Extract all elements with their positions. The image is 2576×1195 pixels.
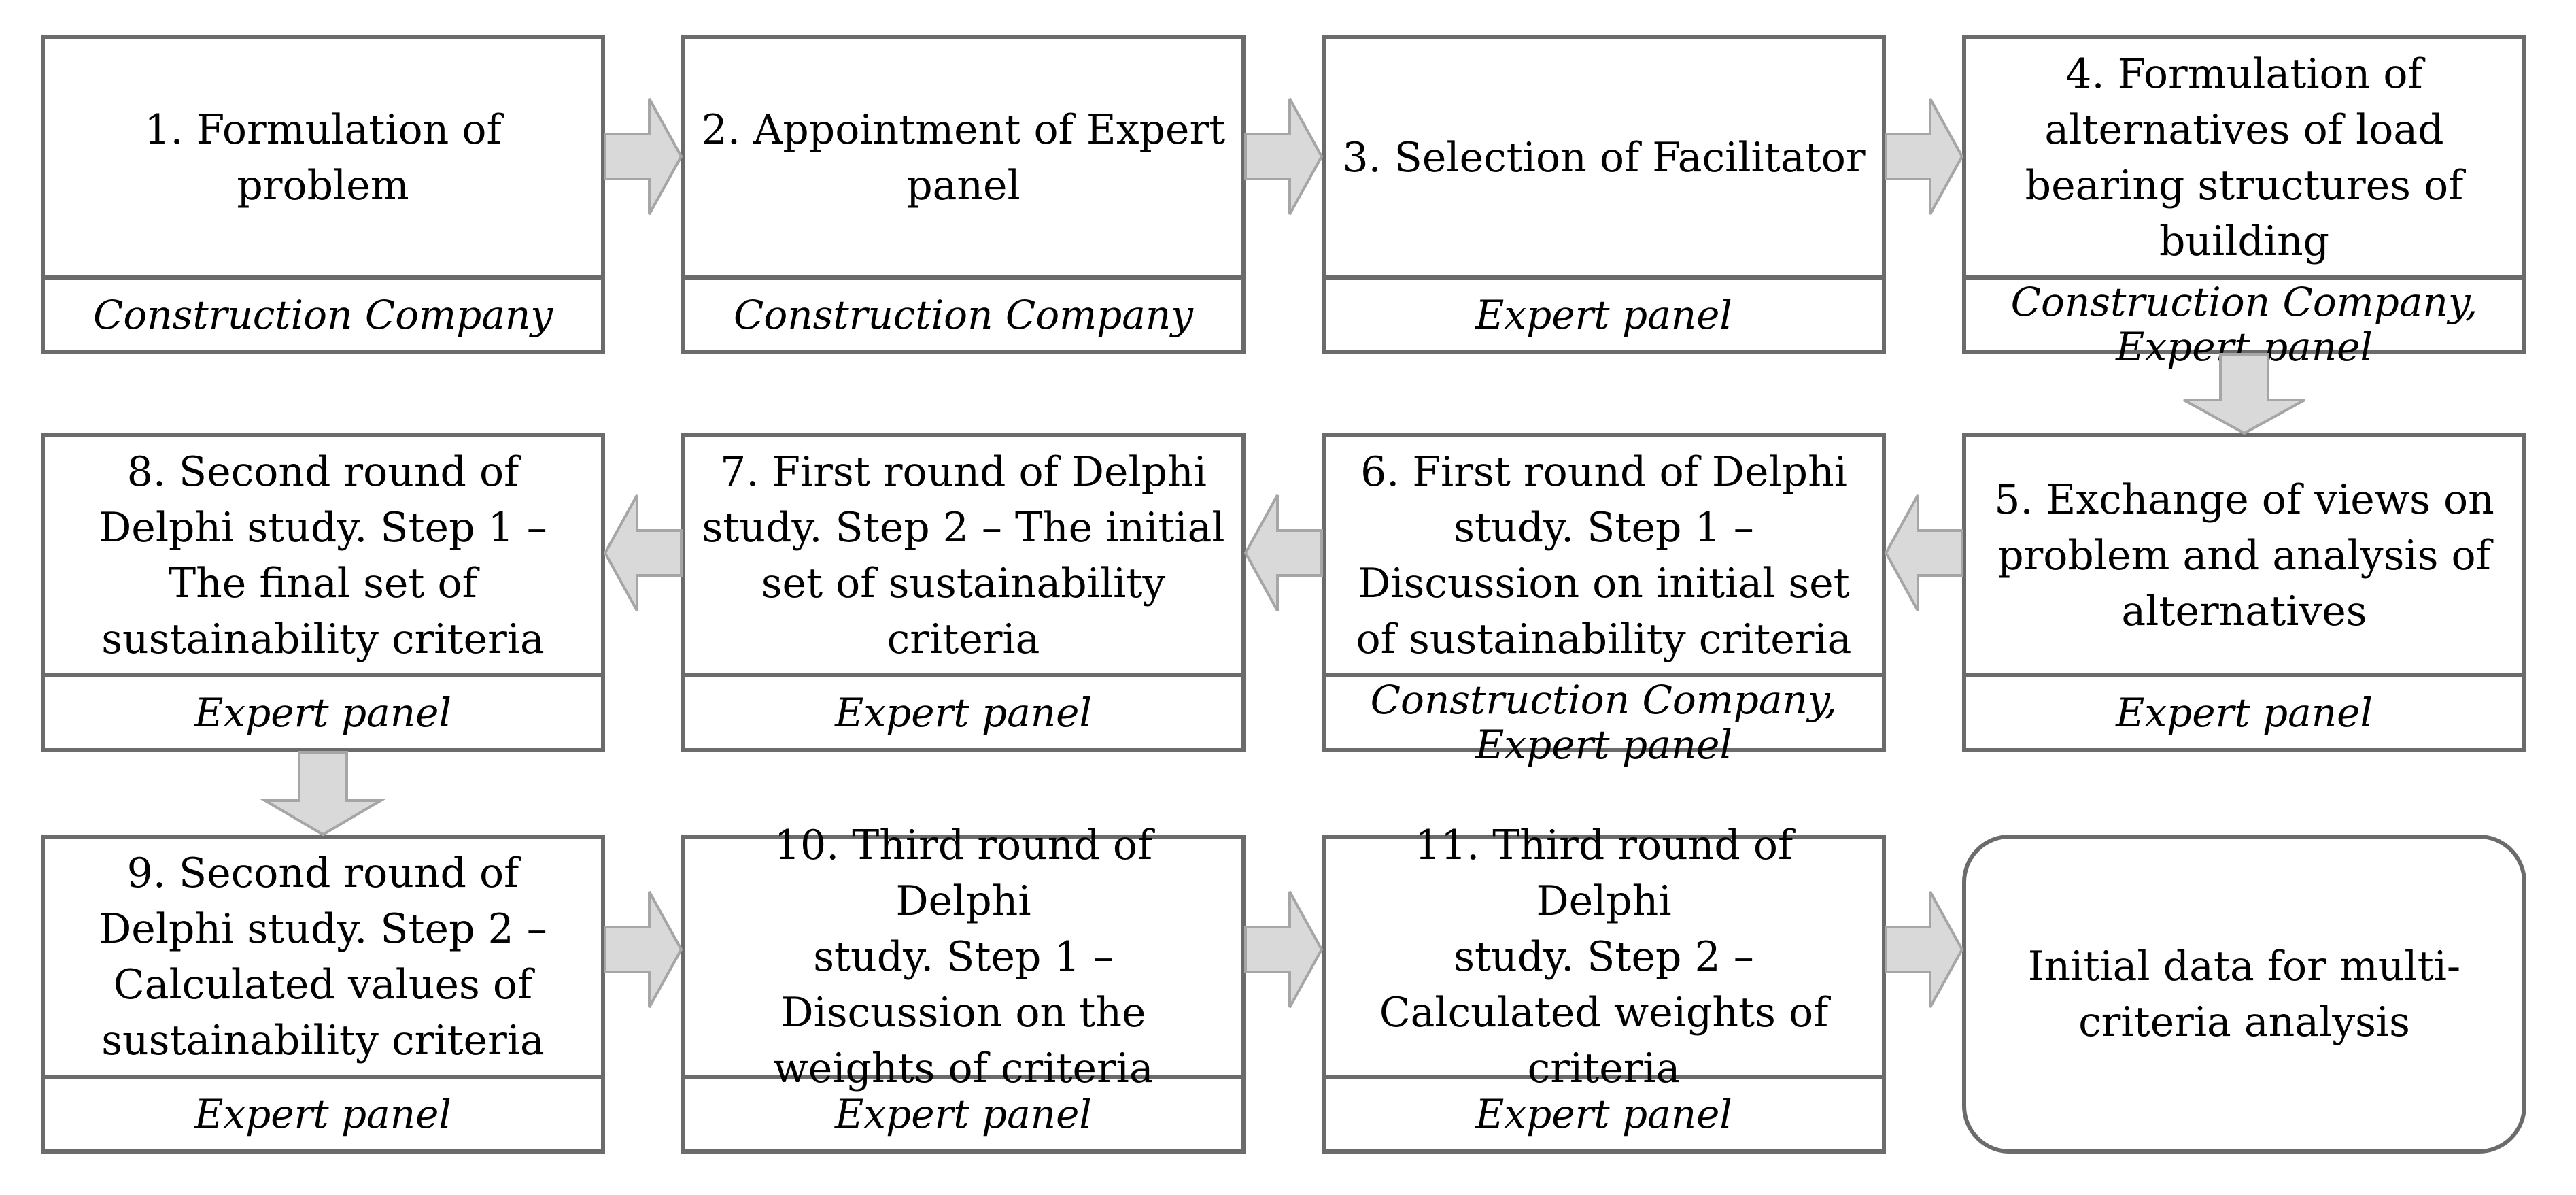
arrow-8-to-9 — [260, 751, 386, 837]
arrow-6-to-7 — [1243, 494, 1323, 611]
arrow-10-to-11 — [1244, 891, 1324, 1008]
step-1-actor: Construction Company — [93, 292, 553, 338]
step-2-box: 2. Appointment of Expert panel Construct… — [681, 35, 1246, 354]
step-3-box: 3. Selection of Facilitator Expert panel — [1322, 35, 1886, 354]
step-4-actor: Construction Company, Expert panel — [2010, 279, 2478, 370]
arrow-5-to-6 — [1884, 494, 1963, 611]
step-5-box: 5. Exchange of views on problem and anal… — [1962, 433, 2526, 752]
step-10-title: 10. Third round of Delphi study. Step 1 … — [685, 822, 1241, 1092]
step-8-actor: Expert panel — [194, 690, 451, 736]
arrow-1-to-2 — [604, 98, 683, 215]
step-3-actor: Expert panel — [1475, 292, 1732, 338]
step-11-box: 11. Third round of Delphi study. Step 2 … — [1322, 822, 1886, 1154]
step-7-actor: Expert panel — [835, 690, 1092, 736]
step-11-actor: Expert panel — [1475, 1091, 1732, 1137]
arrow-3-to-4 — [1885, 98, 1964, 215]
step-9-title: 9. Second round of Delphi study. Step 2 … — [45, 839, 601, 1079]
step-8-title: 8. Second round of Delphi study. Step 1 … — [45, 437, 601, 677]
step-1-box: 1. Formulation of problem Construction C… — [41, 35, 605, 354]
step-6-box: 6. First round of Delphi study. Step 1 –… — [1322, 433, 1886, 767]
step-7-title: 7. First round of Delphi study. Step 2 –… — [685, 437, 1241, 677]
step-7-box: 7. First round of Delphi study. Step 2 –… — [681, 433, 1246, 752]
step-10-actor: Expert panel — [835, 1091, 1092, 1137]
arrow-9-to-10 — [604, 891, 683, 1008]
step-9-box: 9. Second round of Delphi study. Step 2 … — [41, 835, 605, 1154]
step-6-actor: Construction Company, Expert panel — [1370, 677, 1838, 768]
step-11-title: 11. Third round of Delphi study. Step 2 … — [1326, 822, 1882, 1092]
final-output-text: Initial data for multi- criteria analysi… — [2027, 942, 2461, 1046]
step-10-box: 10. Third round of Delphi study. Step 1 … — [681, 822, 1246, 1154]
step-4-title: 4. Formulation of alternatives of load b… — [1966, 39, 2522, 280]
step-5-actor: Expert panel — [2116, 690, 2373, 736]
step-5-title: 5. Exchange of views on problem and anal… — [1966, 437, 2522, 677]
step-4-box: 4. Formulation of alternatives of load b… — [1962, 35, 2526, 369]
step-6-title: 6. First round of Delphi study. Step 1 –… — [1326, 437, 1882, 677]
step-9-actor: Expert panel — [194, 1091, 451, 1137]
step-8-box: 8. Second round of Delphi study. Step 1 … — [41, 433, 605, 752]
arrow-11-to-final — [1885, 891, 1964, 1008]
step-1-title: 1. Formulation of problem — [45, 39, 601, 280]
final-output-box: Initial data for multi- criteria analysi… — [1962, 835, 2526, 1154]
step-2-actor: Construction Company — [734, 292, 1193, 338]
step-3-title: 3. Selection of Facilitator — [1326, 39, 1882, 280]
step-2-title: 2. Appointment of Expert panel — [685, 39, 1241, 280]
arrow-2-to-3 — [1244, 98, 1324, 215]
arrow-7-to-8 — [603, 494, 683, 611]
